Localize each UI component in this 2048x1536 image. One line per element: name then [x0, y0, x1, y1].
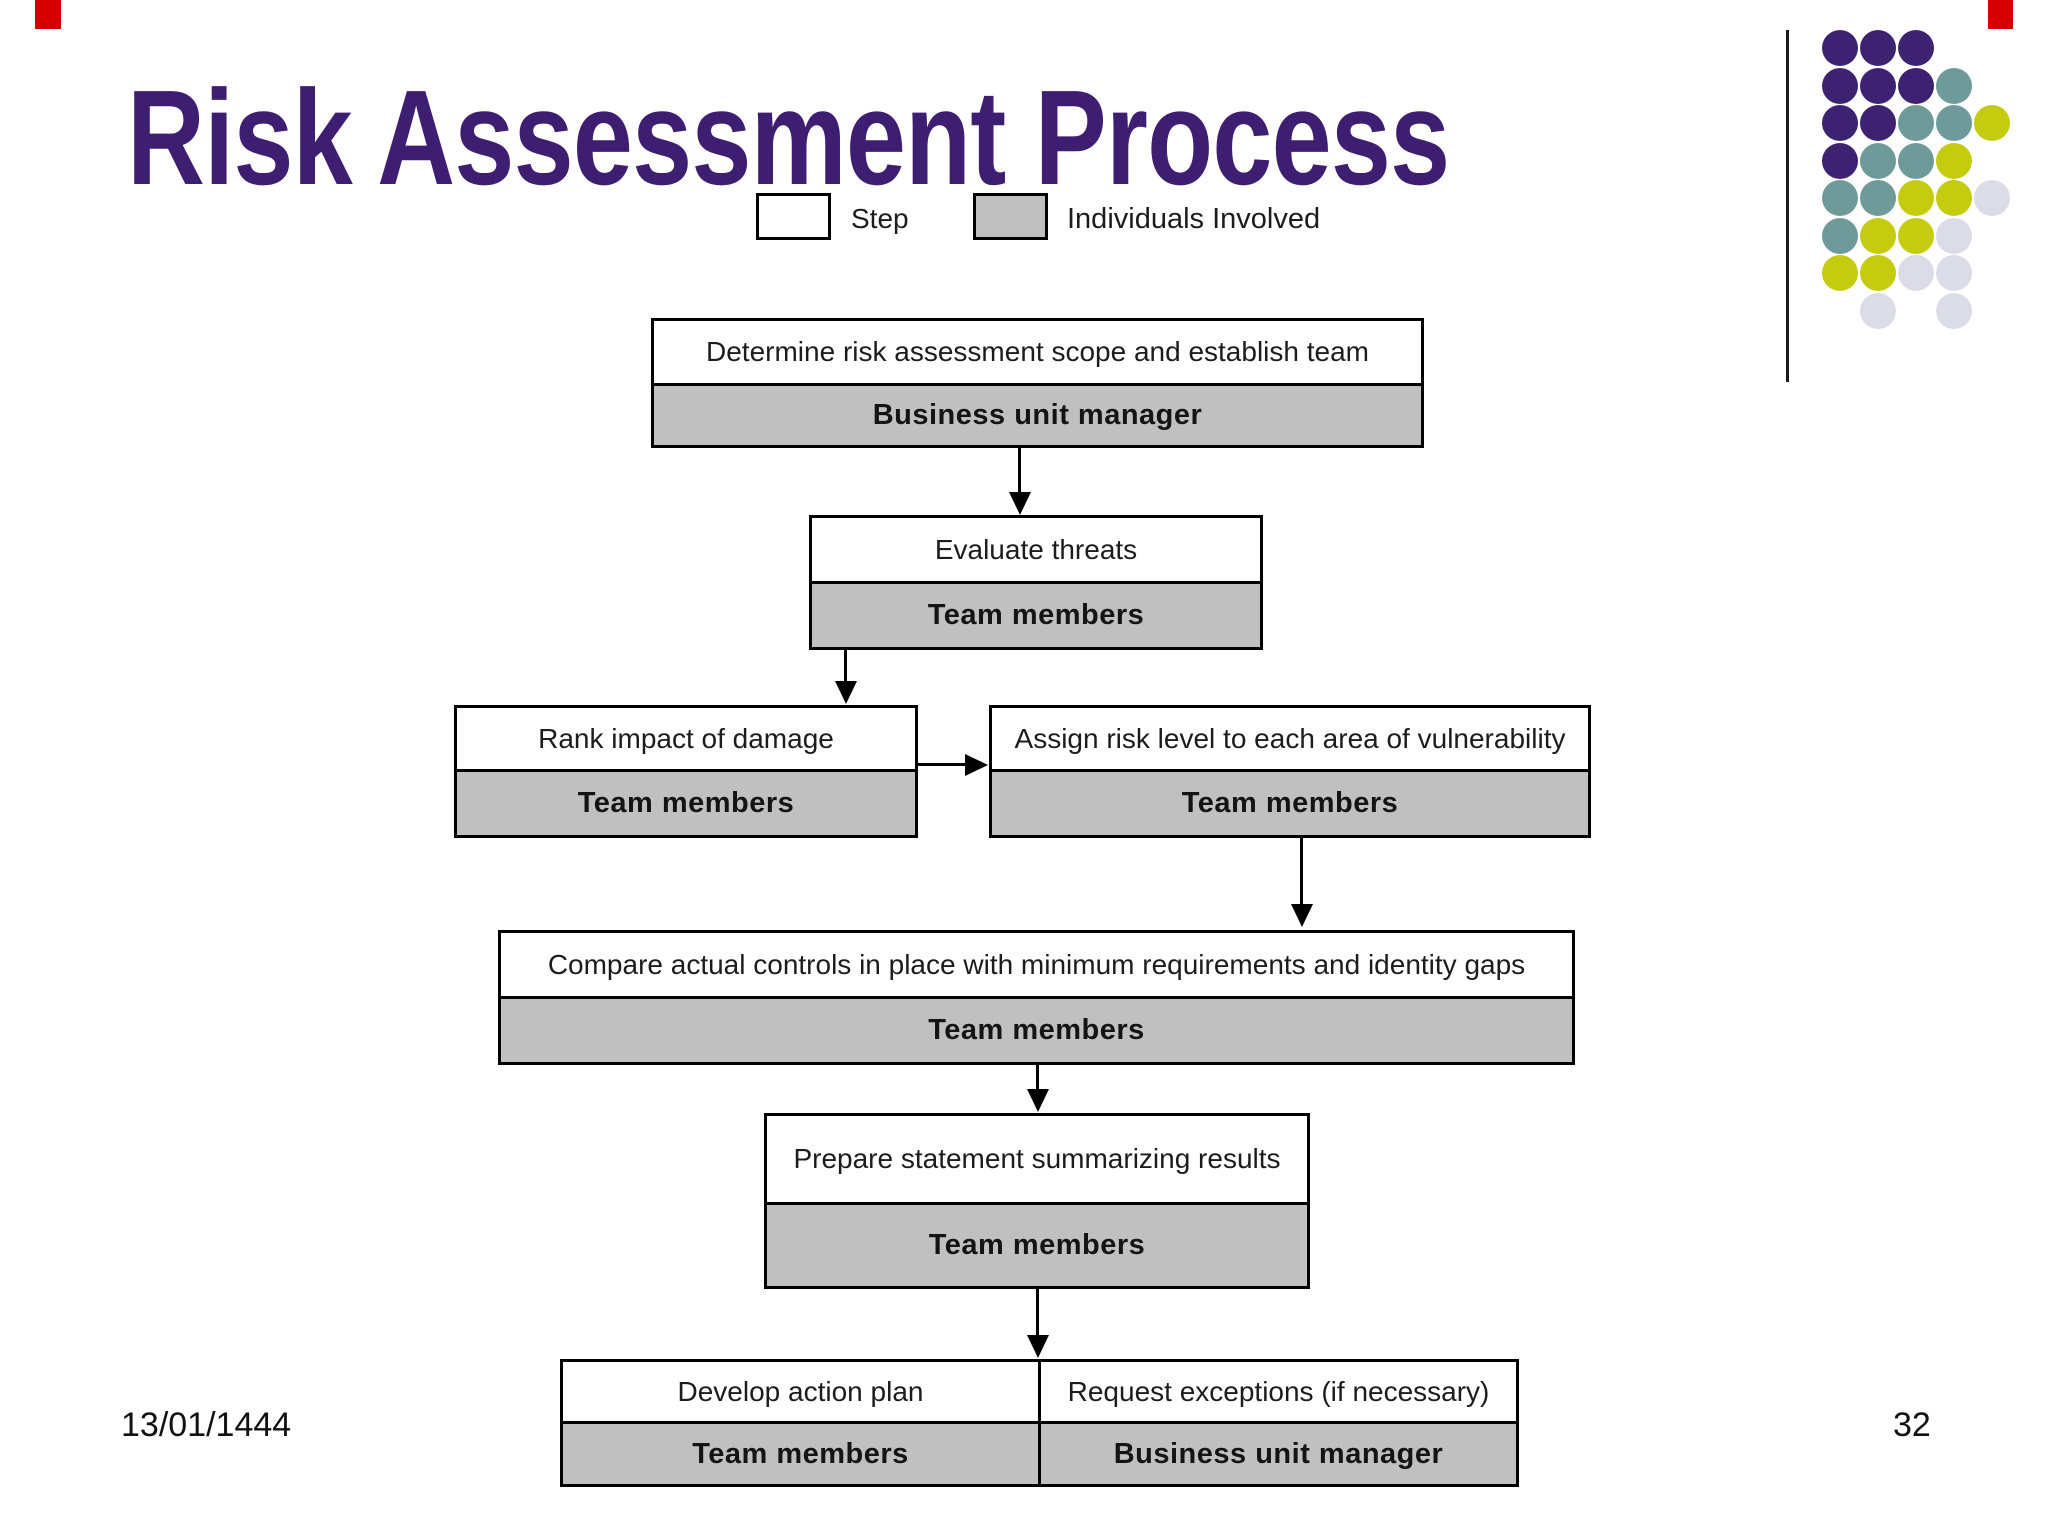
decorative-dot [1860, 142, 1896, 179]
decorative-dot [1898, 180, 1934, 216]
decorative-dot [1974, 105, 2010, 141]
decorative-dot [1860, 30, 1896, 66]
arrowhead-down-icon [835, 681, 857, 704]
slide-page-number: 32 [1893, 1406, 1931, 1444]
legend-individuals-swatch [973, 193, 1048, 240]
slide-date: 13/01/1444 [121, 1406, 292, 1444]
decorative-dot [1898, 142, 1934, 179]
decorative-dot [1860, 67, 1896, 104]
decorative-dot [1936, 180, 1972, 216]
decorative-dot [1822, 105, 1858, 141]
connector-line [1036, 1289, 1039, 1336]
flow-step-label: Request exceptions (if necessary) [1041, 1362, 1516, 1421]
flow-node-develop-action-plan: Develop action plan Team members [563, 1362, 1041, 1484]
arrowhead-down-icon [1009, 492, 1031, 515]
decorative-dot [1898, 67, 1934, 104]
connector-line [1300, 838, 1303, 905]
flow-role-label: Team members [992, 769, 1588, 835]
red-corner-marker-left [35, 0, 61, 29]
legend-step-label: Step [851, 199, 909, 239]
decorative-dot [1936, 217, 1972, 254]
flow-node-determine-scope: Determine risk assessment scope and esta… [651, 318, 1424, 448]
flow-role-label: Business unit manager [1041, 1421, 1516, 1484]
decorative-dot [1936, 105, 1972, 141]
arrowhead-down-icon [1027, 1089, 1049, 1112]
connector-line [1036, 1065, 1039, 1090]
flow-role-label: Team members [812, 581, 1260, 647]
legend-individuals-label: Individuals Involved [1067, 202, 1321, 235]
decorative-dot [1936, 142, 1972, 179]
flow-node-action-plan-exceptions: Develop action plan Team members Request… [560, 1359, 1519, 1487]
decorative-dot [1936, 67, 1972, 104]
flow-node-evaluate-threats: Evaluate threats Team members [809, 515, 1263, 650]
flow-node-prepare-statement: Prepare statement summarizing results Te… [764, 1113, 1310, 1289]
flow-node-assign-risk-level: Assign risk level to each area of vulner… [989, 705, 1591, 838]
flow-node-request-exceptions: Request exceptions (if necessary) Busine… [1041, 1362, 1516, 1484]
flow-step-label: Assign risk level to each area of vulner… [992, 708, 1588, 769]
decorative-dot [1860, 180, 1896, 216]
decorative-dot [1898, 105, 1934, 141]
decorative-dot [1822, 30, 1858, 66]
arrowhead-down-icon [1291, 904, 1313, 927]
ornament-vertical-line [1786, 30, 1789, 382]
flow-step-label: Compare actual controls in place with mi… [501, 933, 1572, 996]
decorative-dot [1860, 217, 1896, 254]
red-corner-marker-right [1988, 0, 2013, 29]
decorative-dot [1822, 217, 1858, 254]
flow-role-label: Team members [501, 996, 1572, 1062]
decorative-dot [1936, 292, 1972, 329]
decorative-dot [1822, 180, 1858, 216]
flow-step-label: Prepare statement summarizing results [767, 1116, 1307, 1202]
decorative-dot [1974, 180, 2010, 216]
decorative-dot [1898, 217, 1934, 254]
flow-role-label: Team members [457, 769, 915, 835]
decorative-dot [1860, 255, 1896, 291]
flow-role-label: Business unit manager [654, 383, 1421, 445]
connector-line [844, 650, 847, 682]
legend-step-swatch [756, 193, 831, 240]
arrowhead-down-icon [1027, 1335, 1049, 1358]
decorative-dot [1936, 255, 1972, 291]
page-title: Risk Assessment Process [127, 62, 1450, 213]
decorative-dot [1822, 67, 1858, 104]
flow-node-rank-impact: Rank impact of damage Team members [454, 705, 918, 838]
flow-step-label: Develop action plan [563, 1362, 1038, 1421]
decorative-dot [1822, 255, 1858, 291]
decorative-dot [1898, 255, 1934, 291]
flow-role-label: Team members [767, 1202, 1307, 1286]
decorative-dot [1822, 142, 1858, 179]
flow-step-label: Determine risk assessment scope and esta… [654, 321, 1421, 383]
decorative-dot [1898, 30, 1934, 66]
connector-line [1018, 448, 1021, 493]
flow-step-label: Rank impact of damage [457, 708, 915, 769]
decorative-dot [1860, 105, 1896, 141]
connector-line [918, 763, 968, 766]
flow-node-compare-controls: Compare actual controls in place with mi… [498, 930, 1575, 1065]
arrowhead-right-icon [965, 754, 988, 776]
flow-role-label: Team members [563, 1421, 1038, 1484]
flow-step-label: Evaluate threats [812, 518, 1260, 581]
decorative-dot [1860, 292, 1896, 329]
